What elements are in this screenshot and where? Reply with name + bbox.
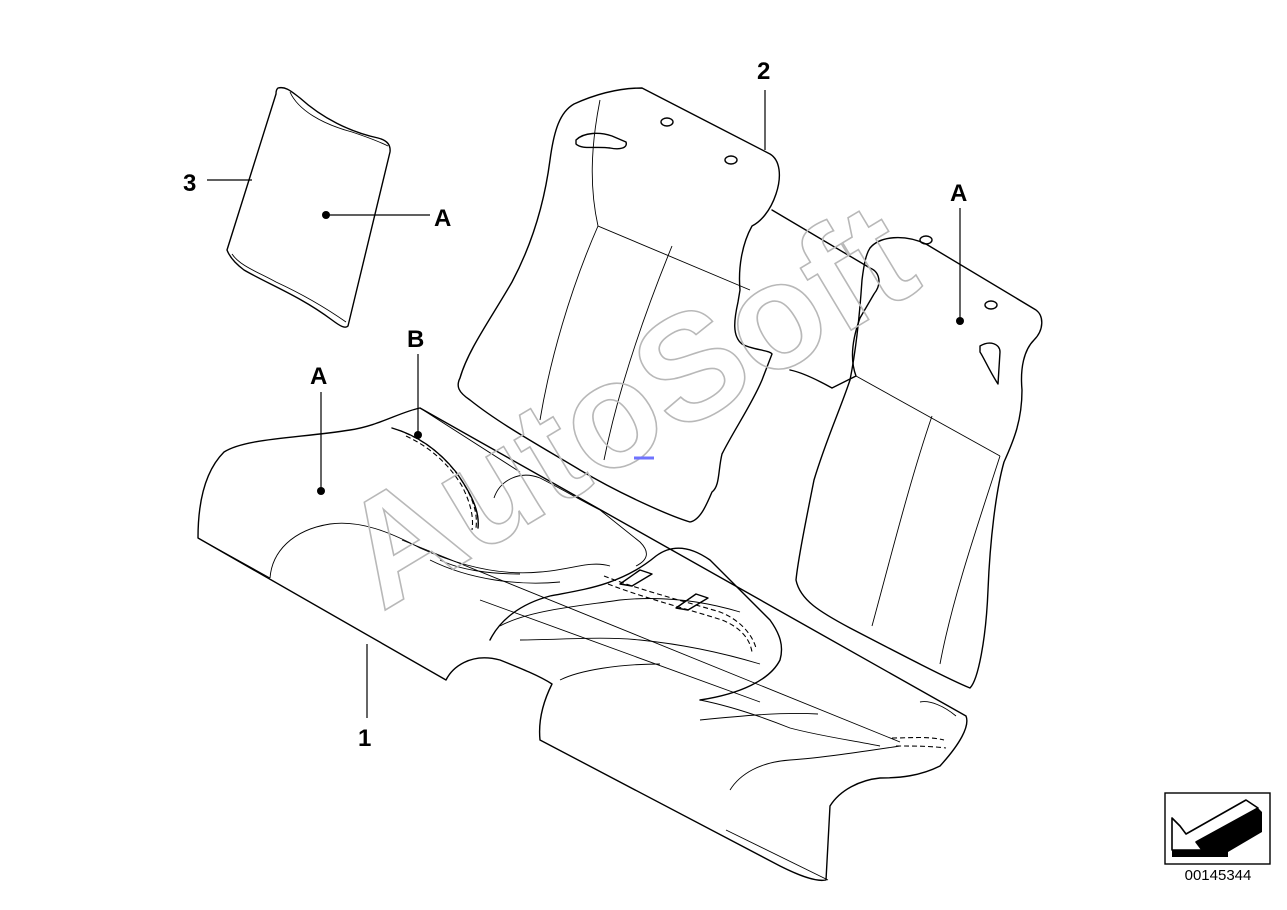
- part-3-cover-piece: [226, 86, 391, 328]
- part-2-backrest: [457, 87, 1043, 689]
- callout-a-cushion: A: [310, 363, 327, 390]
- callout-3: 3: [183, 170, 196, 197]
- callout-dot-cushion-b: [414, 431, 422, 439]
- callout-a-backrest: A: [950, 180, 967, 207]
- arrow-orientation-icon: [1164, 792, 1271, 865]
- callout-dot-cushion-a: [317, 487, 325, 495]
- watermark: AutoSoft: [312, 169, 941, 639]
- callout-2: 2: [757, 58, 770, 85]
- callout-dot-backrest: [956, 317, 964, 325]
- callout-b-cushion: B: [407, 326, 424, 353]
- part-1-seat-cushion: [197, 407, 968, 882]
- callout-dot-cover: [322, 211, 330, 219]
- leader-lines: [207, 90, 964, 718]
- callout-1: 1: [358, 725, 371, 752]
- callout-a-cover: A: [434, 205, 451, 232]
- reference-number: 00145344: [1184, 867, 1252, 884]
